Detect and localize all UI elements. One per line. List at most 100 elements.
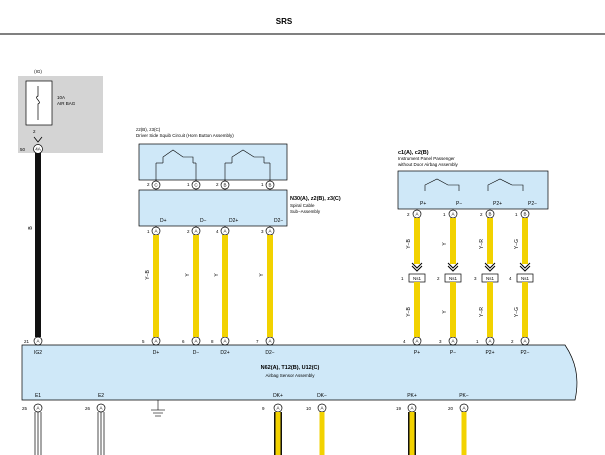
junction-id: Ns1 bbox=[413, 276, 421, 281]
ecu-bottom-pin-id: A bbox=[276, 406, 279, 411]
spiral-terminal-label: D2+ bbox=[229, 218, 238, 224]
ecu-bottom-terminal: PK+ bbox=[407, 393, 417, 399]
ecu-top-pin-num: 2 bbox=[511, 339, 514, 344]
ecu-bottom-terminal: DK− bbox=[317, 393, 327, 399]
spiral-cable-ref: N30(A), z2(B), z3(C) bbox=[290, 196, 341, 202]
passenger-arrow bbox=[519, 262, 531, 269]
wire-passenger-upper-color-1: Y bbox=[442, 242, 448, 246]
wire-driver-3 bbox=[267, 235, 273, 337]
ecu-top-pin-id: A bbox=[36, 339, 39, 344]
ecu-bottom-pin-num: 25 bbox=[22, 406, 28, 411]
page-title: SRS bbox=[276, 17, 293, 26]
ecu-bottom-terminal: E2 bbox=[98, 393, 104, 399]
passenger-terminal-label: P− bbox=[456, 201, 462, 207]
ecu-bottom-pin-num: 20 bbox=[448, 406, 454, 411]
passenger-arrow bbox=[447, 262, 459, 269]
ecu-top-pin-num: 7 bbox=[256, 339, 259, 344]
squib-pin-num: 2 bbox=[147, 182, 150, 187]
squib-pin-id: C bbox=[194, 183, 198, 188]
ecu-bottom-pin-id: A bbox=[410, 406, 413, 411]
spiral-terminal-label: D− bbox=[200, 218, 207, 224]
fuse-connector-arrow bbox=[33, 136, 43, 143]
ecu-top-pin-id: A bbox=[415, 339, 418, 344]
ecu-bottom-pin-num: 10 bbox=[306, 406, 312, 411]
passenger-terminal-label: P+ bbox=[420, 201, 426, 207]
junction-pin-num: 1 bbox=[401, 276, 404, 281]
ecu-top-terminal: P− bbox=[450, 350, 456, 356]
passenger-arrow bbox=[411, 262, 423, 269]
passenger-pin-num: 2 bbox=[407, 212, 410, 217]
passenger-terminal-label: P2+ bbox=[493, 201, 502, 207]
ecu-top-terminal: D− bbox=[193, 350, 200, 356]
ecu-bottom-pin-id: A bbox=[36, 406, 39, 411]
wire-bottom-1 bbox=[319, 412, 325, 455]
ecu-top-pin-num: 21 bbox=[24, 339, 30, 344]
ecu-top-pin-num: 5 bbox=[142, 339, 145, 344]
wire-passenger-upper-color-0: Y−B bbox=[406, 239, 412, 249]
wire-passenger-upper-1 bbox=[450, 218, 456, 264]
ecu-top-pin-num: 4 bbox=[403, 339, 406, 344]
wire-driver-color-0: Y−B bbox=[145, 270, 151, 280]
ecu-top-pin-num: 6 bbox=[182, 339, 185, 344]
squib-pin-num: 1 bbox=[261, 182, 264, 187]
ecu-top-pin-id: A bbox=[488, 339, 491, 344]
ecu-top-pin-id: A bbox=[223, 339, 226, 344]
wire-passenger-lower-color-2: Y−R bbox=[479, 307, 485, 317]
passenger-arrow bbox=[519, 265, 531, 272]
ecu-top-pin-id: A bbox=[268, 339, 271, 344]
passenger-element-1 bbox=[424, 178, 460, 191]
passenger-pin-id: A bbox=[415, 212, 418, 217]
ecu-top-terminal: IG2 bbox=[34, 350, 42, 356]
wire-passenger-lower-0 bbox=[414, 282, 420, 337]
ecu-top-terminal: D2− bbox=[265, 350, 274, 356]
junction-id: Ns1 bbox=[449, 276, 457, 281]
wire-driver-color-2: Y bbox=[214, 273, 220, 277]
fuse-ig-label: (IG) bbox=[34, 69, 42, 74]
passenger-pin-num: 1 bbox=[443, 212, 446, 217]
passenger-arrow bbox=[484, 262, 496, 269]
ecu-top-pin-num: 1 bbox=[476, 339, 479, 344]
spiral-pin-num: 3 bbox=[261, 229, 264, 234]
wire-bottom-0 bbox=[275, 412, 281, 455]
ecu-bottom-terminal: PK− bbox=[459, 393, 469, 399]
ecu-top-pin-num: 3 bbox=[439, 339, 442, 344]
wire-ig2-black bbox=[35, 153, 41, 337]
passenger-arrow bbox=[411, 265, 423, 272]
fuse-pin: 2 bbox=[33, 129, 36, 134]
passenger-pin-id: B bbox=[523, 212, 526, 217]
ecu-bottom-terminal: E1 bbox=[35, 393, 41, 399]
ecu-bottom-pin-num: 9 bbox=[262, 406, 265, 411]
spiral-pin-num: 2 bbox=[187, 229, 190, 234]
spiral-pin-id: A bbox=[223, 229, 226, 234]
fuse-name: AIR BAG bbox=[57, 101, 76, 106]
ecu-top-pin-id: A bbox=[451, 339, 454, 344]
fuse-rating: 10A bbox=[57, 95, 65, 100]
spiral-cable-box bbox=[138, 189, 288, 227]
spiral-pin-id: A bbox=[194, 229, 197, 234]
wire-passenger-upper-3 bbox=[522, 218, 528, 264]
wire-bottom-2 bbox=[409, 412, 415, 455]
spiral-pin-id: A bbox=[268, 229, 271, 234]
passenger-pin-num: 2 bbox=[480, 212, 483, 217]
wire-passenger-lower-3 bbox=[522, 282, 528, 337]
wire-passenger-upper-0 bbox=[414, 218, 420, 264]
ecu-bottom-pin-num: 19 bbox=[396, 406, 402, 411]
fuse-conn-pin: 50 bbox=[20, 147, 26, 152]
spiral-terminal-label: D2− bbox=[274, 218, 283, 224]
spiral-cable-name-2: Sub−Assembly bbox=[290, 209, 321, 214]
wire-passenger-lower-1 bbox=[450, 282, 456, 337]
spiral-terminal-label: D+ bbox=[160, 218, 167, 224]
wire-driver-color-3: Y bbox=[259, 273, 265, 277]
ecu-top-terminal: D2+ bbox=[220, 350, 229, 356]
wire-driver-1 bbox=[193, 235, 199, 337]
squib-pin-id: B bbox=[223, 183, 226, 188]
ecu-bottom-pin-id: A bbox=[320, 406, 323, 411]
spiral-pin-num: 4 bbox=[216, 229, 219, 234]
passenger-name-1: Instrument Panel Passenger bbox=[398, 156, 455, 161]
ecu-name: Airbag Sensor Assembly bbox=[265, 373, 315, 378]
ecu-bottom-pin-id: A bbox=[462, 406, 465, 411]
ecu-bottom-pin-id: A bbox=[99, 406, 102, 411]
squib-pin-num: 1 bbox=[187, 182, 190, 187]
passenger-arrow bbox=[447, 265, 459, 272]
